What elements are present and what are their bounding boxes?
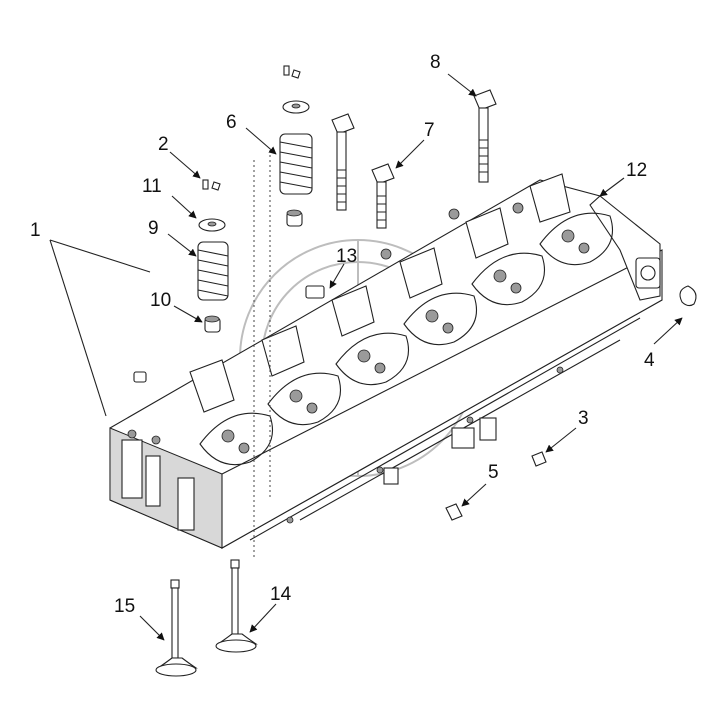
part-keepers-right [283,65,301,79]
callout-3: 3 [578,408,589,429]
rocker-pedestals [189,173,571,413]
part-4-cap [679,285,697,307]
callout-9: 9 [148,218,159,239]
deck-bolts [221,202,590,524]
callout-8: 8 [430,52,441,73]
part-5-fitting [445,503,463,521]
callout-6: 6 [226,112,237,133]
part-15-valve [155,579,198,677]
callout-labels: 1 2 3 4 5 6 7 8 9 10 11 12 13 14 15 [30,52,655,617]
head-bolt-long [331,113,355,211]
part-2-valve-keepers [202,179,221,191]
part-8-bolt [473,89,497,183]
callout-4: 4 [644,350,655,371]
part-7-bolt [371,163,395,229]
callout-10: 10 [150,290,171,311]
part-9-valve-spring [197,241,229,301]
part-retainer-right [282,100,310,114]
part-14-valve [215,559,258,653]
valve-ports [199,212,614,466]
callout-15: 15 [114,596,135,617]
callout-5: 5 [488,462,499,483]
part-3-plug [531,451,547,467]
cylinder-head [109,173,663,549]
callout-14: 14 [270,584,292,605]
part-6-valve-spring [279,133,313,195]
part-10-valve-stem-seal [204,315,221,333]
part-13-plug [305,285,325,299]
callout-12: 12 [626,160,647,181]
part-11-spring-retainer [198,218,226,232]
callout-2: 2 [158,134,169,155]
leader-lines [49,73,683,641]
callout-11: 11 [142,176,162,197]
callout-1: 1 [30,220,41,241]
part-seal-right [286,209,303,227]
callout-13: 13 [336,246,357,267]
callout-7: 7 [424,120,435,141]
loose-fitting [133,371,147,383]
